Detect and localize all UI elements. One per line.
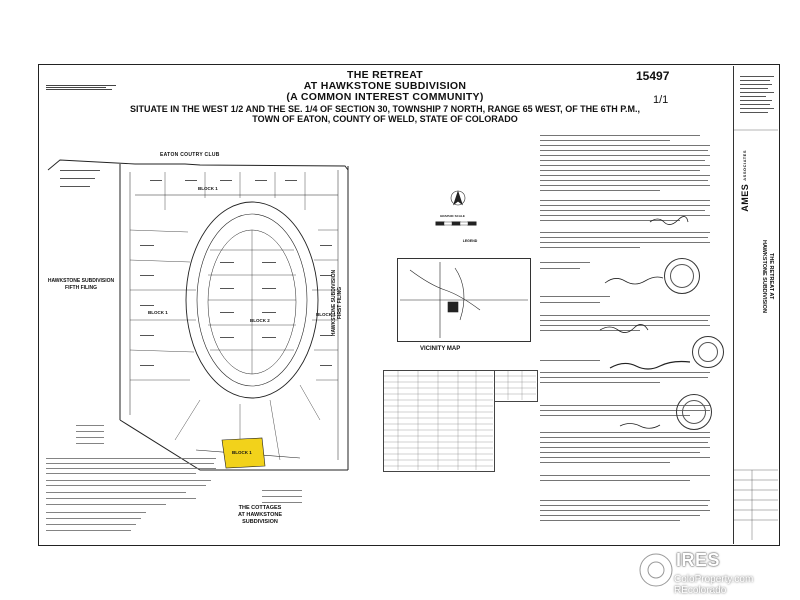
firm-sub: ASSOCIATES — [742, 150, 747, 181]
vicinity-map-label: VICINITY MAP — [420, 346, 461, 352]
cottages-label: THE COTTAGES AT HAWKSTONE SUBDIVISION — [205, 505, 315, 526]
plat-sheet-border — [38, 64, 780, 546]
watermark-sub-1: ColoProperty.com — [674, 574, 754, 585]
west-label-line-2: FIFTH FILING — [65, 284, 97, 291]
south-label-line-1: THE COTTAGES — [238, 505, 282, 511]
notary-seal — [692, 336, 724, 368]
hawkstone-fifth-filing-label: HAWKSTONE SUBDIVISION FIFTH FILING — [40, 278, 122, 291]
recording-stamp — [46, 84, 116, 91]
title-line-5: TOWN OF EATON, COUNTY OF WELD, STATE OF … — [252, 114, 518, 124]
notary-seal — [664, 258, 700, 294]
title-line-4: SITUATE IN THE WEST 1/2 AND THE SE. 1/4 … — [129, 104, 641, 114]
page-number: 1/1 — [653, 94, 669, 106]
block-label: BLOCK 1 — [316, 312, 336, 317]
title-strip — [733, 66, 778, 544]
title-line-3: (A COMMON INTEREST COMMUNITY) — [286, 91, 484, 103]
vicinity-map — [397, 258, 531, 342]
title-line-2: AT HAWKSTONE SUBDIVISION — [303, 80, 467, 92]
sheet-title-line-2: HAWKSTONE SUBDIVISION — [761, 240, 767, 313]
line-table — [494, 370, 538, 402]
firm-logo: AMES ASSOCIATES — [740, 150, 750, 212]
sheet-title-line-1: THE RETREAT AT — [768, 253, 774, 300]
watermark-sub-2: REcolorado — [674, 585, 727, 596]
south-label-line-2: AT HAWKSTONE — [237, 512, 283, 518]
graphic-scale-label: GRAPHIC SCALE — [440, 214, 465, 218]
block-label: BLOCK 1 — [198, 186, 218, 191]
south-label-line-3: SUBDIVISION — [242, 519, 278, 525]
block-label: BLOCK 2 — [250, 318, 270, 323]
sheet-title-vertical: THE RETREAT AT HAWKSTONE SUBDIVISION — [760, 240, 774, 313]
block-label: BLOCK 1 — [232, 450, 252, 455]
highlighted-lot — [221, 437, 266, 469]
east-label-line-2: FIRST FILING — [337, 286, 343, 320]
ires-watermark — [637, 551, 675, 589]
watermark-sub: ColoProperty.com REcolorado — [674, 574, 800, 596]
surveyor-seal — [676, 394, 712, 430]
eaton-country-club-label: EATON COUTRY CLUB — [160, 152, 220, 158]
hawkstone-first-filing-label: HAWKSTONE SUBDIVISION FIRST FILING — [331, 228, 343, 378]
title-line-1: THE RETREAT — [346, 69, 424, 81]
block-label: BLOCK 1 — [148, 310, 168, 315]
watermark-brand: IRES — [676, 550, 721, 570]
title-block: THE RETREAT AT HAWKSTONE SUBDIVISION (A … — [120, 69, 650, 125]
legend-label: LEGEND — [462, 239, 478, 243]
curve-table — [383, 370, 495, 472]
west-label-line-1: HAWKSTONE SUBDIVISION — [47, 278, 115, 284]
firm-name: AMES — [740, 183, 750, 212]
record-number: 15497 — [636, 69, 670, 83]
